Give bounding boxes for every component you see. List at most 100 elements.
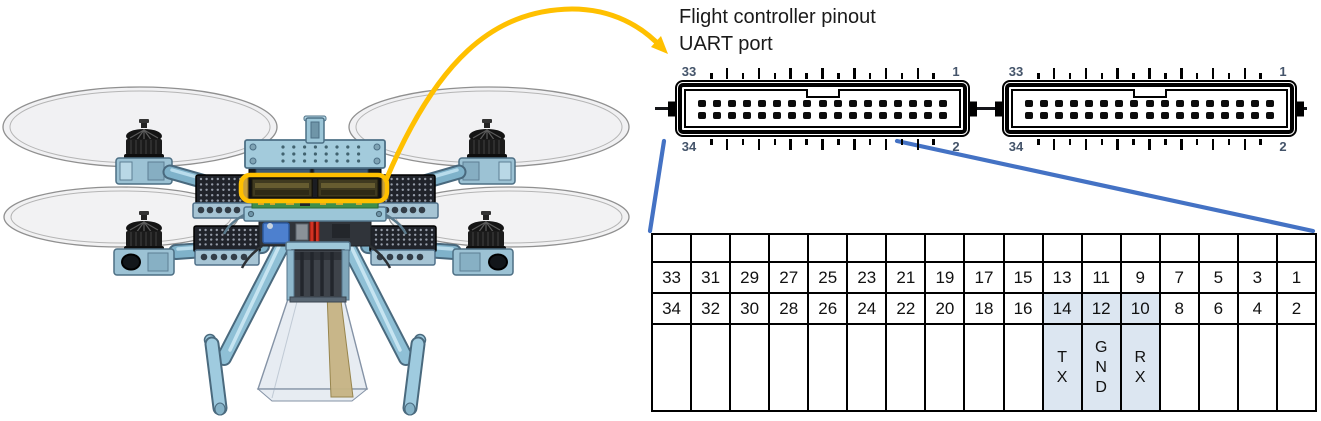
pin-dot — [773, 100, 782, 107]
signal-letter: T — [1057, 348, 1067, 366]
pin-dot — [758, 112, 767, 119]
pin-cell-26: 26 — [809, 294, 849, 325]
pin-dot — [743, 100, 752, 107]
pin-cell-34: 34 — [653, 294, 693, 325]
tick-mark — [773, 139, 777, 145]
tick-mark — [884, 139, 888, 150]
pin-dot — [803, 112, 812, 119]
pin-cell-11: 11 — [1082, 263, 1122, 294]
pin-dot — [1160, 100, 1169, 107]
mount-tab-right — [968, 101, 977, 116]
pin-number: 2 — [952, 139, 960, 154]
pin-dot — [1160, 112, 1169, 119]
pin-dot — [1100, 100, 1109, 107]
empty-cell — [926, 325, 966, 412]
pin-number: 1 — [952, 64, 960, 79]
tick-mark — [1068, 139, 1072, 145]
pin-dot — [698, 112, 706, 119]
pin-dot — [1250, 100, 1259, 107]
pin-dot — [1220, 112, 1229, 119]
pin-dot — [788, 112, 797, 119]
empty-cell — [1004, 235, 1044, 263]
pin-dot — [848, 112, 857, 119]
tick-marks — [1028, 62, 1271, 79]
connector-right-body — [995, 80, 1304, 137]
pin-dot — [878, 112, 887, 119]
tick-mark — [884, 68, 888, 79]
tick-mark — [1243, 139, 1247, 150]
empty-cell — [1121, 235, 1161, 263]
tick-mark — [821, 139, 824, 150]
pin-dot — [1025, 100, 1033, 107]
pin-dot — [1055, 100, 1064, 107]
pin-dot — [1085, 112, 1094, 119]
pin-dot — [893, 100, 902, 107]
tick-marks — [1028, 139, 1271, 156]
motor-rear-left — [113, 211, 175, 276]
empty-cell — [1277, 235, 1317, 263]
tick-mark — [1211, 68, 1215, 79]
pin-cell-32: 32 — [692, 294, 732, 325]
empty-cell — [848, 325, 888, 412]
tick-mark — [805, 139, 808, 145]
pin-cell-25: 25 — [809, 263, 849, 294]
tick-mark — [1164, 139, 1167, 145]
landing-legs — [203, 234, 427, 416]
tick-mark — [710, 73, 713, 79]
pin-number: 1 — [1279, 64, 1287, 79]
empty-cell — [809, 325, 849, 412]
pin-dot-row — [1013, 100, 1286, 107]
pin-cell-22: 22 — [887, 294, 927, 325]
pin-number: 2 — [1279, 139, 1287, 154]
motor-front-right — [458, 119, 516, 185]
empty-cell — [1004, 325, 1044, 412]
pin-cell-24: 24 — [848, 294, 888, 325]
pin-dot — [1190, 100, 1199, 107]
tick-mark — [853, 68, 856, 79]
tick-mark — [1195, 73, 1199, 79]
pin-cell-5: 5 — [1199, 263, 1239, 294]
pin-dot — [1130, 112, 1139, 119]
empty-cell — [965, 235, 1005, 263]
fc-highlight-box — [238, 172, 390, 204]
pin-cell-19: 19 — [926, 263, 966, 294]
pin-dot — [1175, 100, 1184, 107]
tick-mark — [821, 68, 824, 79]
tick-mark — [773, 73, 777, 79]
tick-mark — [837, 73, 840, 79]
pin-dot — [1115, 112, 1124, 119]
signal-letter: X — [1134, 368, 1146, 386]
signal-letter: R — [1134, 348, 1146, 366]
pin-dot — [773, 112, 782, 119]
pin-dot — [863, 112, 872, 119]
empty-cell — [653, 325, 693, 412]
pin-dot — [923, 100, 932, 107]
pin-dot-row — [1013, 112, 1286, 119]
tick-mark — [1180, 68, 1183, 79]
pin-dot — [908, 112, 917, 119]
figure-title: Flight controller pinout UART port — [679, 4, 999, 58]
pin-dot — [863, 100, 872, 107]
empty-cell — [1160, 235, 1200, 263]
tick-mark — [1037, 139, 1040, 145]
tick-mark — [916, 68, 920, 79]
tick-mark — [900, 73, 904, 79]
pin-dot — [1205, 112, 1214, 119]
tick-mark — [932, 73, 935, 79]
tick-mark — [805, 73, 808, 79]
pin-cell-3: 3 — [1238, 263, 1278, 294]
pin-cell-2: 2 — [1277, 294, 1317, 325]
propeller-discs — [2, 86, 630, 168]
pin-cell-31: 31 — [692, 263, 732, 294]
empty-cell — [887, 325, 927, 412]
tick-mark — [725, 68, 729, 79]
tick-mark — [916, 139, 920, 150]
tick-mark — [868, 73, 872, 79]
pin-dot — [1175, 112, 1184, 119]
